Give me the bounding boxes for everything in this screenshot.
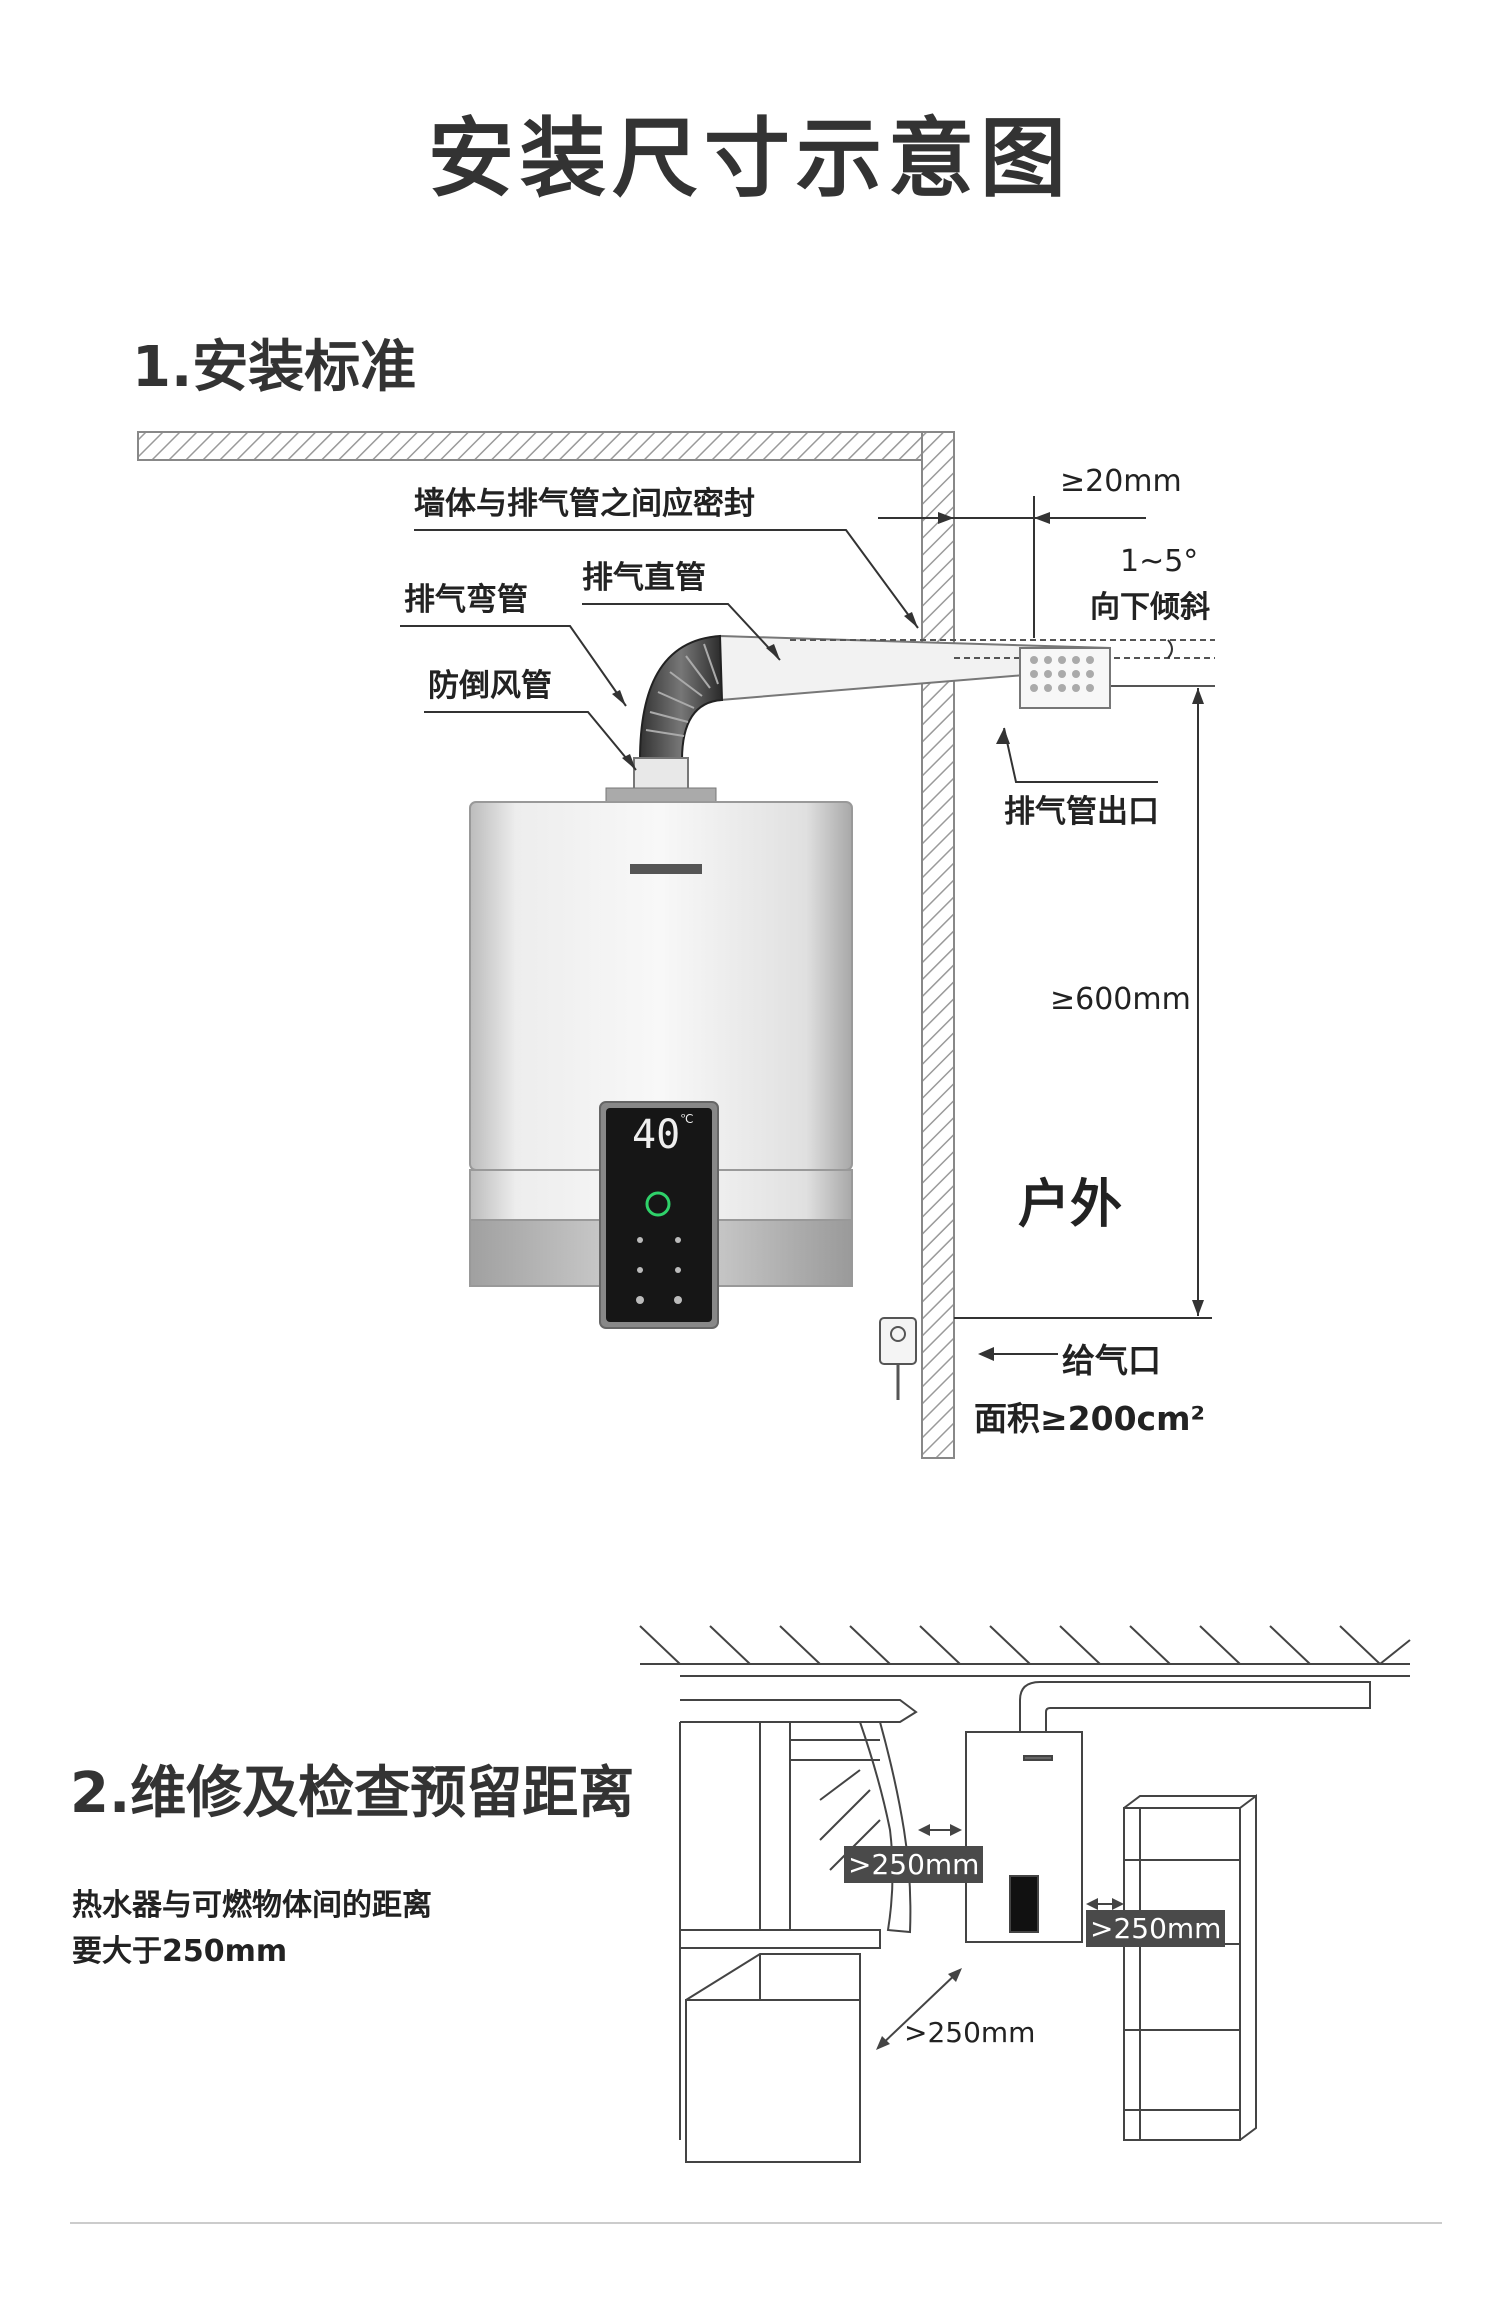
section1-heading: 1.安装标准 — [132, 335, 417, 400]
label-clearance-left: >250mm — [844, 1846, 984, 1883]
label-anti-backdraft: 防倒风管 — [428, 668, 552, 704]
page-title: 安装尺寸示意图 — [428, 109, 1072, 209]
leader-straight — [582, 603, 781, 661]
wall — [921, 431, 955, 1459]
power-icon — [645, 1191, 671, 1217]
label-clearance-right: >250mm — [1086, 1910, 1226, 1947]
leader-wall-seal — [414, 529, 919, 629]
label-tilt-direction: 向下倾斜 — [1090, 590, 1210, 625]
anti-backdraft-pipe — [633, 757, 689, 791]
label-wall-seal: 墙体与排气管之间应密封 — [414, 486, 755, 522]
label-air-inlet-area: 面积≥200cm² — [974, 1399, 1205, 1438]
label-straight-pipe: 排气直管 — [582, 560, 706, 596]
exhaust-bend-pipe — [638, 634, 724, 761]
label-outdoor: 户外 — [1018, 1175, 1123, 1235]
label-clearance-front: >250mm — [904, 2016, 1036, 2049]
section2-heading: 2.维修及检查预留距离 — [70, 1761, 635, 1826]
brand-logo — [630, 864, 702, 874]
label-height-600mm: ≥600mm — [1050, 982, 1191, 1017]
ceiling — [137, 431, 951, 461]
label-air-inlet: 给气口 — [1062, 1341, 1161, 1380]
leader-anti — [424, 711, 637, 771]
leader-outlet — [1003, 727, 1158, 783]
label-gap-20mm: ≥20mm — [1060, 464, 1182, 499]
bottom-divider — [70, 2222, 1442, 2224]
section2-desc-line2: 要大于250mm — [72, 1934, 288, 1969]
label-outlet: 排气管出口 — [1004, 794, 1159, 830]
label-tilt-angle: 1~5° — [1120, 544, 1199, 579]
section2-desc-line1: 热水器与可燃物体间的距离 — [72, 1888, 432, 1923]
installation-diagram — [137, 431, 1215, 1459]
label-bend-pipe: 排气弯管 — [404, 582, 528, 618]
leader-bend — [400, 625, 627, 707]
display-temperature: 40℃ — [632, 1112, 694, 1158]
